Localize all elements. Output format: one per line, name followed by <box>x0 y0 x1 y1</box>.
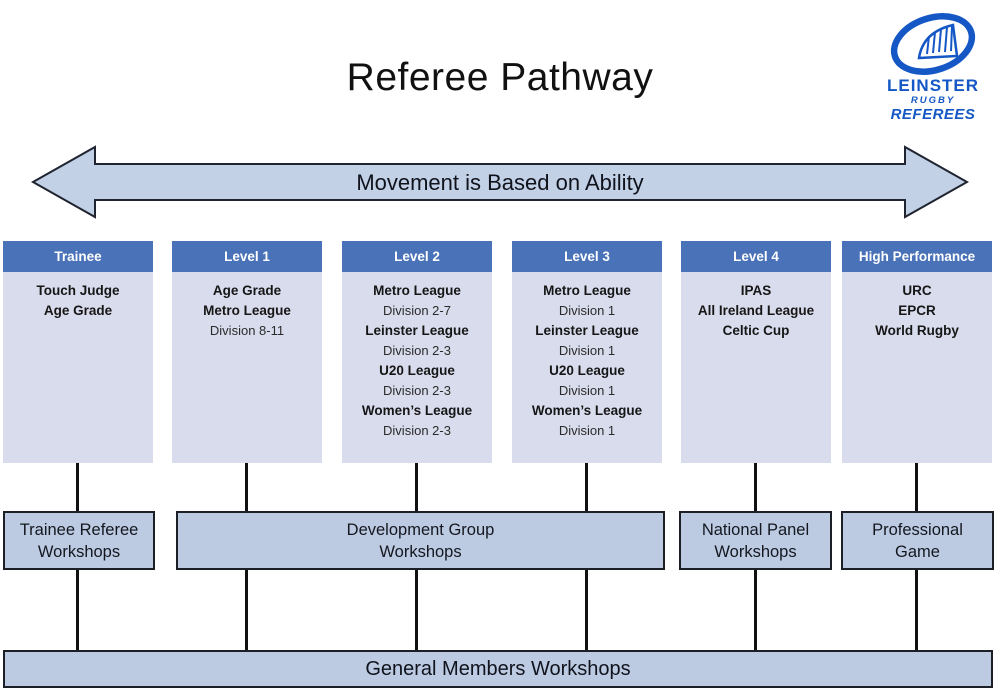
column-header-trainee: Trainee <box>3 241 153 272</box>
column-item: Division 2-3 <box>383 343 451 358</box>
column-item: IPAS <box>740 283 772 298</box>
column-item: Leinster League <box>535 323 639 338</box>
column-item: Touch Judge <box>36 283 120 298</box>
movement-banner: Movement is Based on Ability <box>20 140 980 225</box>
workshop-label-line: Workshops <box>379 542 462 561</box>
logo-text-rugby: RUGBY <box>910 94 956 106</box>
workshop-label-line: Development Group <box>346 520 495 539</box>
column-item: Metro League <box>543 283 631 298</box>
column-item: Age Grade <box>43 303 113 318</box>
rugby-ball-harp-icon <box>872 12 994 76</box>
column-item: Division 1 <box>558 383 616 398</box>
trainee-referee-workshops-box: Trainee Referee Workshops <box>3 511 155 570</box>
general-members-workshops-bar: General Members Workshops <box>3 650 993 688</box>
workshop-label-line: Workshops <box>37 542 121 561</box>
column-item: Division 1 <box>558 423 616 438</box>
column-item: Division 2-7 <box>383 303 451 318</box>
column-item: Division 2-3 <box>383 423 451 438</box>
column-item: Division 8-11 <box>209 323 285 338</box>
national-panel-workshops-box: National Panel Workshops <box>679 511 832 570</box>
column-item: Metro League <box>373 283 461 298</box>
logo-text-referees: REFEREES <box>890 105 976 123</box>
column-item: Division 1 <box>558 303 616 318</box>
column-item: Metro League <box>203 303 291 318</box>
column-header-level-3: Level 3 <box>512 241 662 272</box>
column-item: EPCR <box>898 303 936 318</box>
column-item: Women’s League <box>361 403 473 418</box>
workshop-label-line: Workshops <box>714 542 797 561</box>
professional-game-box: Professional Game <box>841 511 994 570</box>
leinster-rugby-referees-logo: LEINSTER RUGBY REFEREES <box>872 12 994 123</box>
column-body-high-performance: URC EPCR World Rugby <box>842 272 992 463</box>
workshop-label-line: Game <box>895 542 940 561</box>
general-members-workshops-label: General Members Workshops <box>365 657 631 680</box>
column-item: Age Grade <box>212 283 282 298</box>
column-header-high-performance: High Performance <box>842 241 992 272</box>
column-high-performance: High Performance URC EPCR World Rugby <box>842 241 992 463</box>
column-item: U20 League <box>549 363 625 378</box>
page-title: Referee Pathway <box>346 56 654 99</box>
column-item: Women’s League <box>531 403 643 418</box>
column-header-level-2: Level 2 <box>342 241 492 272</box>
column-item: Division 2-3 <box>383 383 451 398</box>
column-item: All Ireland League <box>697 303 815 318</box>
column-item: U20 League <box>379 363 455 378</box>
column-header-level-4: Level 4 <box>681 241 831 272</box>
column-item: Division 1 <box>558 343 616 358</box>
column-item: Leinster League <box>365 323 469 338</box>
workshop-label-line: National Panel <box>701 520 810 539</box>
logo-text-leinster: LEINSTER <box>886 76 980 95</box>
workshop-label-line: Professional <box>872 520 963 539</box>
development-group-workshops-box: Development Group Workshops <box>176 511 665 570</box>
workshop-label-line: Trainee Referee <box>19 520 139 539</box>
column-item: Celtic Cup <box>722 323 790 338</box>
movement-banner-label: Movement is Based on Ability <box>356 169 644 195</box>
column-item: World Rugby <box>875 323 959 338</box>
column-header-level-1: Level 1 <box>172 241 322 272</box>
column-item: URC <box>902 283 932 298</box>
